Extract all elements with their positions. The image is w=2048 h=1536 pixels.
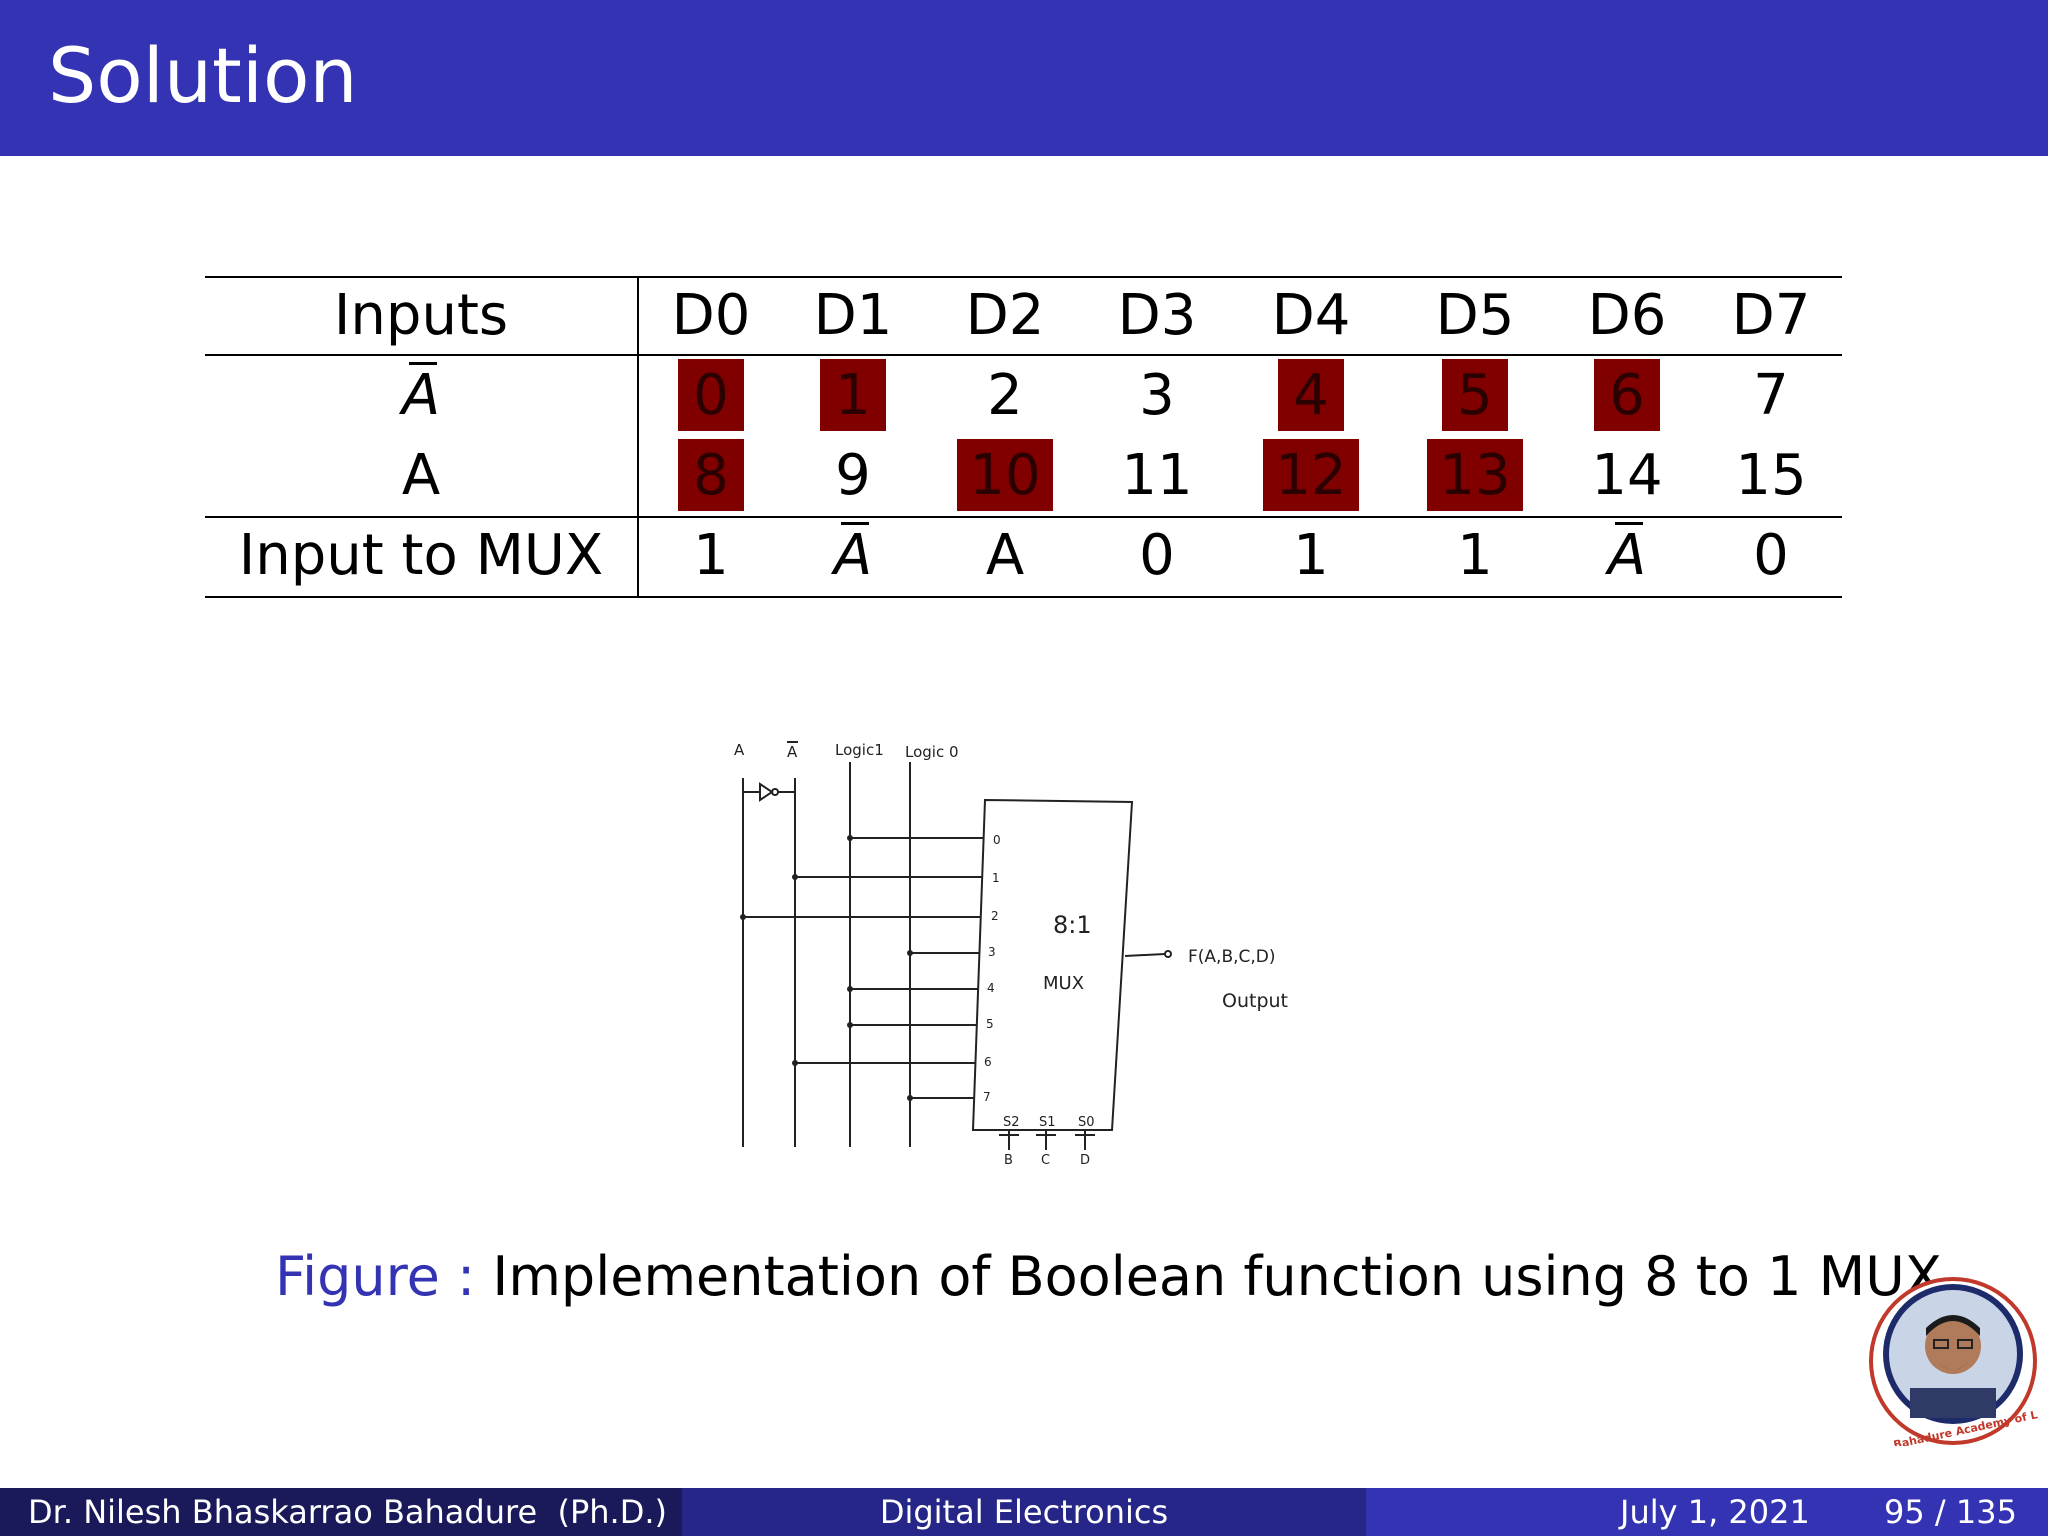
minterm-cell: 13 — [1439, 443, 1511, 508]
table-top-rule — [205, 276, 1842, 278]
row-label-a-bar-text: A — [401, 362, 441, 428]
table-mux-rule — [205, 516, 1842, 518]
mux-input-cell: 1 — [1293, 523, 1329, 588]
column-header-d2: D2 — [965, 283, 1045, 348]
footer: Dr. Nilesh Bhaskarrao Bahadure (Ph.D.) D… — [0, 1488, 2048, 1536]
footer-date: July 1, 2021 — [1620, 1493, 1810, 1531]
highlight-box — [1594, 359, 1660, 431]
highlight-box — [820, 359, 886, 431]
line-label-a-bar: A — [787, 743, 798, 761]
line-label-logic1: Logic1 — [835, 741, 884, 759]
mux-input-cell: 0 — [1753, 523, 1789, 588]
footer-date-section: July 1, 2021 95 / 135 — [1366, 1488, 2048, 1536]
minterm-cell: 2 — [987, 363, 1023, 428]
minterm-cell: 1 — [835, 363, 871, 428]
mux-input-number: 6 — [984, 1055, 992, 1069]
minterm-cell: 12 — [1275, 443, 1347, 508]
mux-table: Inputs D0 D1 D2 D3 D4 D5 D6 D7 A 0 1 2 3… — [205, 276, 1842, 600]
column-header-d7: D7 — [1731, 283, 1811, 348]
footer-course: Digital Electronics — [879, 1493, 1169, 1531]
mux-title: 8:1 — [1053, 911, 1092, 939]
minterm-cell: 7 — [1753, 363, 1789, 428]
minterm-cell: 8 — [693, 443, 729, 508]
select-label-s1: S1 — [1039, 1115, 1056, 1130]
highlight-box — [1427, 439, 1523, 511]
mux-input-number: 0 — [993, 833, 1001, 847]
line-label-logic0: Logic 0 — [905, 743, 959, 761]
highlight-box — [957, 439, 1053, 511]
table-vertical-rule — [637, 276, 639, 598]
output-function-label: F(A,B,C,D) — [1188, 947, 1276, 967]
minterm-cell: 6 — [1609, 363, 1645, 428]
caption-label: Figure : — [275, 1245, 476, 1308]
select-var-d: D — [1080, 1153, 1090, 1168]
line-label-a: A — [734, 741, 745, 759]
mux-input-cell: 1 — [1457, 523, 1493, 588]
highlight-box — [678, 439, 744, 511]
footer-page-number: 95 / 135 — [1884, 1493, 2017, 1531]
mux-subtitle: MUX — [1043, 973, 1084, 994]
table-bottom-rule — [205, 596, 1842, 598]
select-label-s2: S2 — [1003, 1115, 1020, 1130]
mux-input-a-bar: A — [1607, 522, 1647, 588]
minterm-cell: 4 — [1293, 363, 1329, 428]
title-bar: Solution — [0, 0, 2048, 156]
mux-input-cell: A — [753, 522, 953, 588]
caption-text: Implementation of Boolean function using… — [492, 1245, 1942, 1308]
row-label-a: A — [401, 443, 441, 508]
presenter-avatar: Bahadure Academy of Learning — [1869, 1277, 2038, 1446]
output-label: Output — [1222, 990, 1288, 1012]
footer-author-section: Dr. Nilesh Bhaskarrao Bahadure (Ph.D.) — [0, 1488, 682, 1536]
footer-author: Dr. Nilesh Bhaskarrao Bahadure (Ph.D.) — [28, 1493, 667, 1531]
minterm-cell: 5 — [1457, 363, 1493, 428]
column-header-d3: D3 — [1117, 283, 1197, 348]
column-header-d4: D4 — [1271, 283, 1351, 348]
mux-input-cell: A — [1527, 522, 1727, 588]
mux-input-a-bar: A — [833, 522, 873, 588]
minterm-cell: 0 — [693, 363, 729, 428]
mux-circuit-diagram: A A Logic1 Logic 0 0 1 2 3 4 5 6 7 8:1 M… — [734, 741, 1288, 1168]
mux-input-number: 4 — [987, 981, 995, 995]
row-label-mux-input: Input to MUX — [238, 523, 604, 588]
mux-input-number: 3 — [988, 945, 996, 959]
mux-input-number: 2 — [991, 909, 999, 923]
highlight-box — [1442, 359, 1508, 431]
table-corner-label: Inputs — [333, 283, 509, 348]
column-header-d6: D6 — [1587, 283, 1667, 348]
column-header-d1: D1 — [813, 283, 893, 348]
figure-caption: Figure : Implementation of Boolean funct… — [275, 1250, 1942, 1304]
minterm-cell: 3 — [1139, 363, 1175, 428]
footer-course-section: Digital Electronics — [682, 1488, 1366, 1536]
table-header-rule — [205, 354, 1842, 356]
mux-input-number: 7 — [983, 1090, 991, 1104]
mux-input-cell: 0 — [1139, 523, 1175, 588]
highlight-box — [678, 359, 744, 431]
highlight-box — [1263, 439, 1359, 511]
mux-input-cell: 1 — [693, 523, 729, 588]
select-label-s0: S0 — [1078, 1115, 1095, 1130]
mux-input-number: 1 — [992, 871, 1000, 885]
mux-input-cell: A — [985, 523, 1025, 588]
minterm-cell: 10 — [969, 443, 1041, 508]
slide-title: Solution — [48, 31, 358, 120]
select-var-c: C — [1041, 1153, 1050, 1168]
column-header-d5: D5 — [1435, 283, 1515, 348]
minterm-cell: 15 — [1735, 443, 1807, 508]
select-var-b: B — [1004, 1153, 1013, 1168]
minterm-cell: 11 — [1121, 443, 1193, 508]
mux-input-number: 5 — [986, 1017, 994, 1031]
column-header-d0: D0 — [671, 283, 751, 348]
minterm-cell: 9 — [835, 443, 871, 508]
highlight-box — [1278, 359, 1344, 431]
minterm-cell: 14 — [1591, 443, 1663, 508]
row-label-a-bar: A — [205, 362, 637, 428]
